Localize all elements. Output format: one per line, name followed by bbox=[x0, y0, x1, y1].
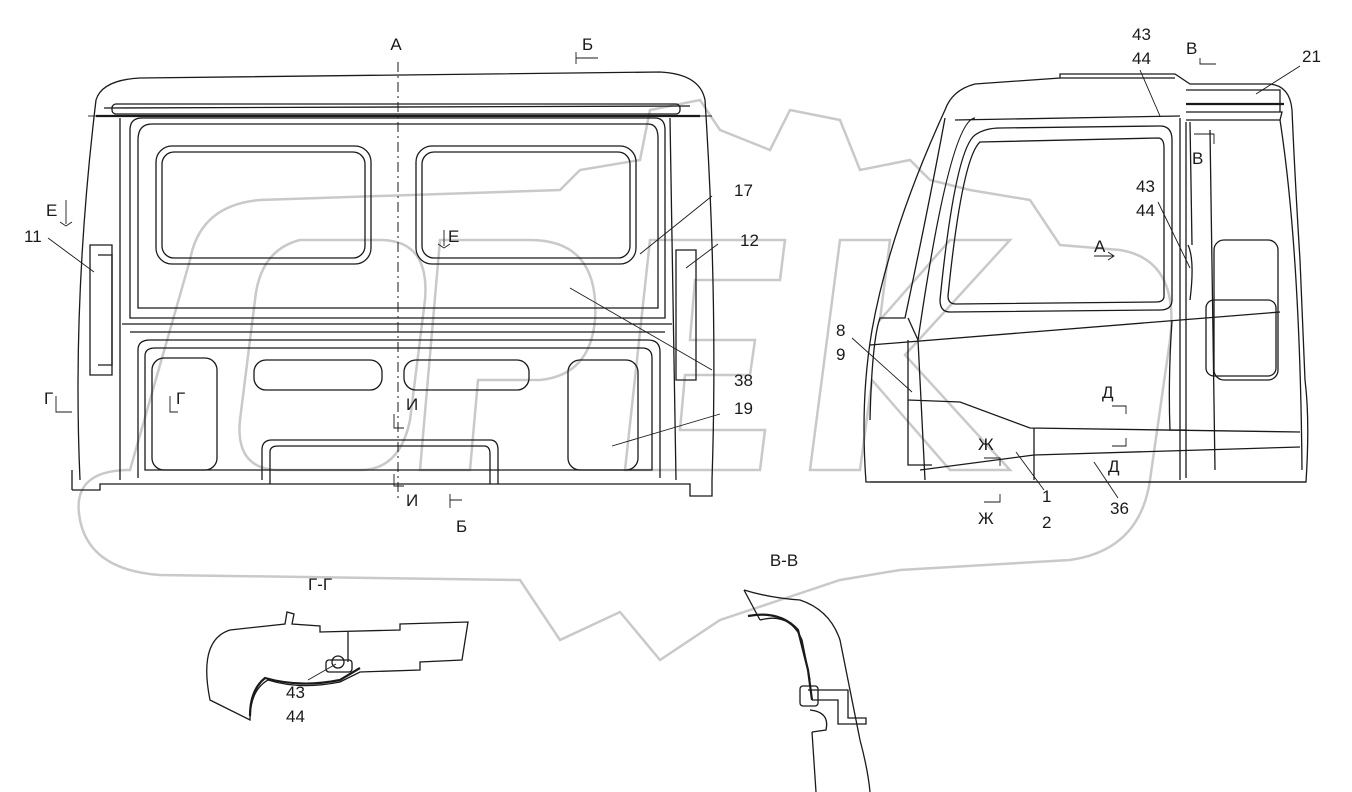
label-section-vv-title: В-В bbox=[770, 551, 798, 570]
label-section-g-mid: Г bbox=[176, 389, 185, 408]
leader-lines bbox=[47, 65, 1301, 681]
label-section-v-side: В bbox=[1192, 149, 1203, 168]
label-section-e-mid: Е bbox=[448, 227, 459, 246]
label-part-44-gg: 44 bbox=[286, 707, 305, 726]
side-view bbox=[863, 73, 1309, 483]
label-part-43-mid: 43 bbox=[1136, 177, 1155, 196]
label-part-1: 1 bbox=[1042, 487, 1051, 506]
label-section-v-top: В bbox=[1186, 39, 1197, 58]
label-section-d-bottom: Д bbox=[1108, 457, 1120, 476]
label-view-a-side: А bbox=[1094, 237, 1106, 256]
label-part-8: 8 bbox=[836, 321, 845, 340]
label-part-2: 2 bbox=[1042, 513, 1051, 532]
label-section-d-top: Д bbox=[1102, 383, 1114, 402]
label-section-gg-title: Г-Г bbox=[308, 575, 332, 594]
label-section-i-top: И bbox=[406, 395, 418, 414]
section-markers bbox=[55, 52, 1216, 508]
label-section-g-left: Г bbox=[44, 389, 53, 408]
label-part-21: 21 bbox=[1302, 47, 1321, 66]
label-section-i-bottom: И bbox=[406, 491, 418, 510]
label-part-9: 9 bbox=[836, 345, 845, 364]
callout-labels: А Б Е Е 11 12 17 38 19 Г Г И И Б 43 44 В… bbox=[24, 25, 1321, 726]
label-part-36: 36 bbox=[1110, 499, 1129, 518]
label-part-38: 38 bbox=[734, 371, 753, 390]
label-part-11: 11 bbox=[24, 227, 42, 246]
label-part-12: 12 bbox=[740, 231, 759, 250]
label-part-17: 17 bbox=[734, 181, 753, 200]
section-g-g bbox=[206, 611, 469, 722]
label-section-b-bottom: Б bbox=[456, 517, 467, 536]
label-section-zh-bottom: Ж bbox=[978, 509, 994, 528]
label-section-b-top: Б bbox=[582, 35, 593, 54]
label-section-e-left: Е bbox=[46, 201, 57, 220]
label-part-43-gg: 43 bbox=[286, 683, 305, 702]
label-part-44-mid: 44 bbox=[1136, 201, 1155, 220]
label-section-a-top: А bbox=[390, 35, 402, 54]
label-section-zh-top: Ж bbox=[978, 435, 994, 454]
label-part-44-top: 44 bbox=[1132, 49, 1151, 68]
label-part-43-top: 43 bbox=[1132, 25, 1151, 44]
watermark bbox=[77, 98, 1173, 662]
section-v-v bbox=[743, 589, 871, 792]
label-part-19: 19 bbox=[734, 399, 753, 418]
front-view bbox=[71, 62, 715, 500]
